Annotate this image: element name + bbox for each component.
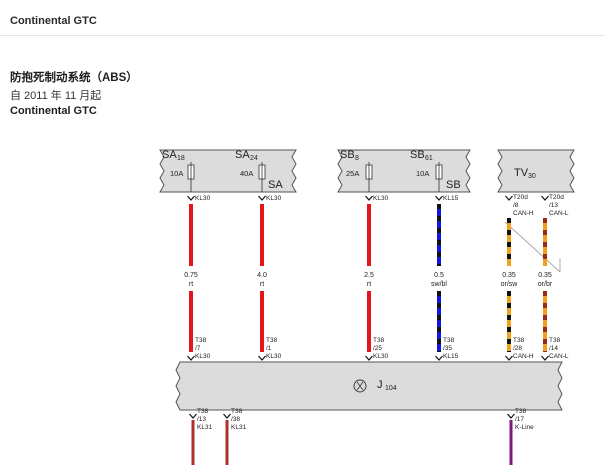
wire-color-label: rt (367, 281, 371, 288)
wire-color-label: rt (260, 281, 264, 288)
fuse-sb61-rating: 10A (416, 169, 429, 178)
bottom-wire-pin: /13 (197, 416, 206, 423)
bottom-wire-pin: /17 (515, 416, 524, 423)
wire-bottom-terminal: KL30 (195, 353, 211, 360)
sa24-label: SA (235, 149, 250, 161)
tv30-label: TV (514, 167, 529, 179)
j104-label: J (377, 379, 383, 391)
wire-color-label: sw/bl (431, 281, 447, 288)
wire-bottom-arrow (435, 355, 443, 361)
wire-bottom-connector: T38 (513, 337, 525, 344)
wire-bottom-connector: T38 (195, 337, 207, 344)
twisted-pair-marker (504, 221, 561, 273)
bottom-wire-pin: /38 (231, 416, 240, 423)
wire-top-connector: T20d (549, 194, 564, 201)
wire-bottom-pin: /7 (195, 345, 201, 352)
wire-bottom-arrow (505, 355, 513, 361)
wire-bottom-terminal: KL30 (266, 353, 282, 360)
bottom-wire-arrow (189, 413, 197, 419)
wire-bottom-arrow (258, 355, 266, 361)
fuse-sa18-rating: 10A (170, 169, 183, 178)
bottom-wire-arrow (223, 413, 231, 419)
wire-top-arrow (365, 195, 373, 201)
wire-bottom-arrow (541, 355, 549, 361)
wire-size-label: 0.35 (502, 272, 516, 279)
ecu-symbol-icon (353, 379, 367, 393)
sb-group-label: SB (446, 179, 461, 191)
wire-bottom-terminal: CAN-H (513, 353, 534, 360)
wire-top-arrow (258, 195, 266, 201)
sb61-label: SB (410, 149, 425, 161)
wire-size-label: 0.75 (184, 272, 198, 279)
bottom-wire-terminal: K-Line (515, 424, 534, 431)
top-header-bar: Continental GTC (0, 0, 605, 36)
wire-bottom-connector: T38 (266, 337, 278, 344)
wire-bottom-terminal: KL30 (373, 353, 389, 360)
wire-bottom-pin: /35 (443, 345, 452, 352)
wire-top-connector: T20d (513, 194, 528, 201)
wire-top-terminal: KL15 (443, 195, 459, 202)
sb61-sub: 61 (425, 155, 433, 162)
wire-top-terminal: KL30 (195, 195, 211, 202)
wire-size-label: 2.5 (364, 272, 374, 279)
wire-bottom-pin: /1 (266, 345, 272, 352)
bottom-wire-arrow (507, 413, 515, 419)
wire-bottom-connector: T38 (443, 337, 455, 344)
wire-bottom-pin: /28 (513, 345, 522, 352)
model-line: Continental GTC (10, 105, 97, 117)
sb8-sub: 8 (355, 155, 359, 162)
wire-color-label: rt (189, 281, 193, 288)
bottom-wire-connector: T38 (231, 408, 243, 415)
fuse-sa24-rating: 40A (240, 169, 253, 178)
module-box-tv30: TV 30 (497, 149, 575, 193)
wire-top-arrow (435, 195, 443, 201)
fuse-sa24-symbol (258, 162, 266, 182)
wire-bottom-connector: T38 (373, 337, 385, 344)
wire-color-label: or/sw (501, 281, 519, 288)
j104-sub: 104 (385, 385, 397, 392)
sa18-label: SA (162, 149, 177, 161)
bottom-wire-connector: T38 (515, 408, 527, 415)
wire-top-arrow (187, 195, 195, 201)
wire-bottom-pin: /14 (549, 345, 558, 352)
sa24-sub: 24 (250, 155, 258, 162)
control-unit-j104: J 104 (175, 361, 563, 411)
wire-top-terminal: CAN-H (513, 210, 534, 217)
wire-size-label: 0.5 (434, 272, 444, 279)
bottom-wire-terminal: KL31 (231, 424, 247, 431)
fuse-sb8-rating: 25A (346, 169, 359, 178)
bottom-wire-connector: T38 (197, 408, 209, 415)
fuse-box-sb: SB 8 SB 61 25A 10A SB (337, 149, 471, 193)
wire-size-label: 0.35 (538, 272, 552, 279)
section-title: 防抱死制动系统（ABS） (10, 72, 138, 84)
bottom-wire-terminal: KL31 (197, 424, 213, 431)
wire-top-terminal: KL30 (373, 195, 389, 202)
sa18-sub: 18 (177, 155, 185, 162)
top-title: Continental GTC (10, 15, 97, 27)
wire-top-arrow (505, 195, 513, 201)
date-line: 自 2011 年 11 月起 (10, 90, 102, 102)
sb8-label: SB (340, 149, 355, 161)
wire-bottom-connector: T38 (549, 337, 561, 344)
wires-layer: KL300.75rtT38/7KL30KL304.0rtT38/1KL30KL3… (184, 194, 569, 465)
wire-bottom-arrow (187, 355, 195, 361)
fuse-sb61-symbol (435, 162, 443, 182)
wire-bottom-pin: /25 (373, 345, 382, 352)
wire-bottom-terminal: CAN-L (549, 353, 569, 360)
wire-top-pin: /13 (549, 202, 558, 209)
fuse-sb8-symbol (365, 162, 373, 182)
wire-bottom-arrow (365, 355, 373, 361)
sa-group-label: SA (268, 179, 283, 191)
wire-top-terminal: KL30 (266, 195, 282, 202)
fuse-sa18-symbol (187, 162, 195, 182)
wire-top-terminal: CAN-L (549, 210, 569, 217)
tv30-sub: 30 (528, 173, 536, 180)
fuse-box-sa: SA 18 SA 24 10A 40A SA (159, 149, 297, 193)
wire-bottom-terminal: KL15 (443, 353, 459, 360)
wire-top-arrow (541, 195, 549, 201)
wire-top-pin: /8 (513, 202, 519, 209)
wire-size-label: 4.0 (257, 272, 267, 279)
wire-color-label: or/br (538, 281, 553, 288)
